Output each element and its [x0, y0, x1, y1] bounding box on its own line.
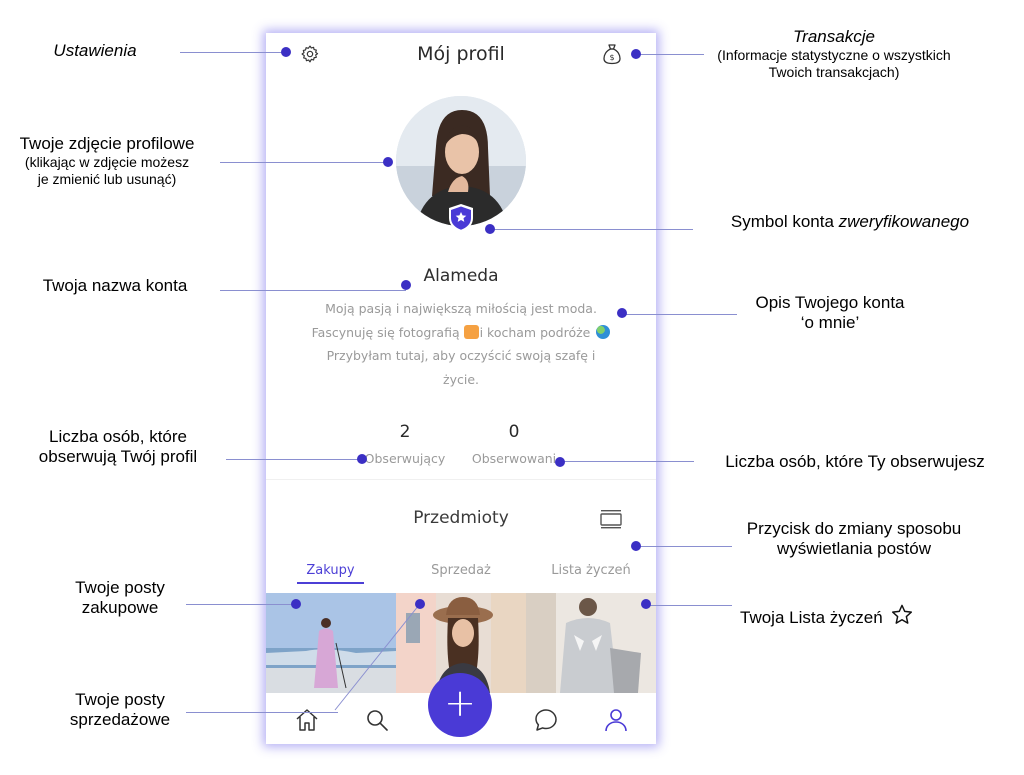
layout-toggle-icon[interactable]: [599, 509, 623, 529]
camera-emoji-icon: [463, 324, 479, 339]
annotation-text: obserwują Twój profil: [38, 447, 198, 467]
annotation-description: Opis Twojego konta ‘o mnie’: [745, 293, 915, 334]
pointer-dot: [357, 454, 367, 464]
connector-line: [220, 162, 388, 163]
annotation-settings: Ustawienia: [53, 41, 137, 60]
annotation-account-name: Twoja nazwa konta: [42, 276, 188, 295]
account-name: Alameda: [423, 266, 499, 286]
star-outline-icon: [892, 604, 913, 624]
bio-line: Przybyłam tutaj, aby oczyścić swoją szaf…: [326, 348, 596, 363]
phone-screen: Mój profil $ Alameda Moją pasją i najwię…: [266, 33, 656, 744]
bio-line: Fascynuję się fotografią i kocham podróż…: [296, 321, 626, 345]
annotation-following: Liczba osób, które Ty obserwujesz: [725, 452, 985, 471]
purchase-post-tile[interactable]: [266, 593, 396, 693]
connector-line: [646, 605, 732, 606]
search-icon[interactable]: [364, 707, 390, 733]
followers-stat[interactable]: 2 Obserwujący: [350, 422, 460, 466]
annotation-profile-photo: Twoje zdjęcie profilowe (klikając w zdję…: [0, 134, 214, 188]
following-stat[interactable]: 0 Obserwowani: [459, 422, 569, 466]
divider: [266, 479, 656, 480]
annotation-verified: Symbol konta zweryfikowanego: [700, 212, 1000, 232]
sale-post-tile[interactable]: [396, 593, 526, 693]
tab-purchases[interactable]: Zakupy: [306, 563, 355, 578]
following-label: Obserwowani: [471, 451, 557, 466]
annotation-text: Twoje posty: [75, 578, 165, 597]
annotation-text: zakupowe: [81, 598, 159, 618]
connector-line: [186, 604, 296, 605]
connector-line: [220, 290, 406, 291]
active-tab-indicator: [297, 582, 364, 584]
chat-icon[interactable]: [533, 707, 559, 733]
bio-line: życie.: [443, 371, 479, 387]
pointer-dot: [401, 280, 411, 290]
pointer-dot: [641, 599, 651, 609]
connector-line: [622, 314, 737, 315]
connector-line: [180, 52, 286, 53]
followers-label: Obserwujący: [364, 451, 446, 466]
connector-line: [636, 54, 704, 55]
annotation-text: wyświetlania postów: [776, 539, 931, 559]
annotation-purchase-posts: Twoje posty zakupowe: [50, 578, 190, 619]
connector-line: [490, 229, 693, 230]
pointer-dot: [631, 541, 641, 551]
top-bar: Mój profil $: [266, 33, 656, 77]
annotation-title: Twoje zdjęcie profilowe: [19, 134, 195, 153]
bio-fragment: i kocham podróże: [479, 324, 595, 340]
bio-text: Moją pasją i największą miłością jest mo…: [296, 297, 626, 391]
followers-count: 2: [399, 422, 411, 442]
annotation-text: sprzedażowe: [69, 710, 171, 730]
following-count: 0: [508, 422, 520, 442]
tab-wishlist[interactable]: Lista życzeń: [551, 563, 631, 578]
bio-line: Moją pasją i największą miłością jest mo…: [325, 301, 597, 316]
annotation-text: ‘o mnie’: [800, 313, 860, 333]
annotation-text: Przycisk do zmiany sposobu: [746, 519, 962, 538]
annotation-desc: je zmienić lub usunąć): [37, 171, 177, 188]
annotation-transactions: Transakcje (Informacje statystyczne o ws…: [700, 27, 968, 81]
wishlist-post-tile[interactable]: [526, 593, 656, 693]
annotation-text: Twoje posty: [75, 690, 165, 709]
pointer-dot: [555, 457, 565, 467]
annotation-desc: (Informacje statystyczne o wszystkich: [717, 47, 951, 64]
pointer-dot: [415, 599, 425, 609]
connector-line: [560, 461, 694, 462]
pointer-dot: [291, 599, 301, 609]
home-icon[interactable]: [294, 707, 320, 733]
svg-text:$: $: [609, 53, 614, 62]
annotation-desc: (klikając w zdjęcie możesz: [24, 154, 190, 171]
annotation-layout-button: Przycisk do zmiany sposobu wyświetlania …: [738, 519, 970, 560]
annotation-text: Twoja Lista życzeń: [740, 608, 883, 627]
connector-diagonal: [334, 604, 420, 711]
annotation-desc: Twoich transakcjach): [768, 64, 900, 81]
screen-title: Mój profil: [417, 43, 505, 65]
annotation-text: zweryfikowanego: [838, 212, 970, 231]
gear-icon[interactable]: [300, 44, 320, 64]
connector-line: [636, 546, 732, 547]
pointer-dot: [617, 308, 627, 318]
connector-line: [186, 712, 338, 713]
annotation-text: Symbol konta: [730, 212, 839, 231]
tab-sales[interactable]: Sprzedaż: [431, 563, 491, 578]
items-section-title: Przedmioty: [413, 508, 509, 528]
pointer-dot: [281, 47, 291, 57]
annotation-title: Transakcje: [793, 27, 875, 46]
pointer-dot: [485, 224, 495, 234]
annotation-wishlist: Twoja Lista życzeń: [740, 604, 940, 628]
annotation-text: Opis Twojego konta: [755, 293, 905, 312]
annotation-sale-posts: Twoje posty sprzedażowe: [50, 690, 190, 731]
shield-star-icon: [449, 204, 473, 232]
connector-line: [226, 459, 362, 460]
pointer-dot: [631, 49, 641, 59]
globe-emoji-icon: [596, 324, 611, 339]
annotation-text: Liczba osób, które: [49, 427, 187, 446]
annotation-followers: Liczba osób, które obserwują Twój profil: [20, 427, 216, 468]
add-button[interactable]: +: [428, 673, 492, 737]
bio-fragment: Fascynuję się fotografią: [311, 324, 464, 340]
pointer-dot: [383, 157, 393, 167]
profile-icon[interactable]: [603, 707, 629, 733]
money-bag-icon[interactable]: $: [602, 43, 622, 65]
